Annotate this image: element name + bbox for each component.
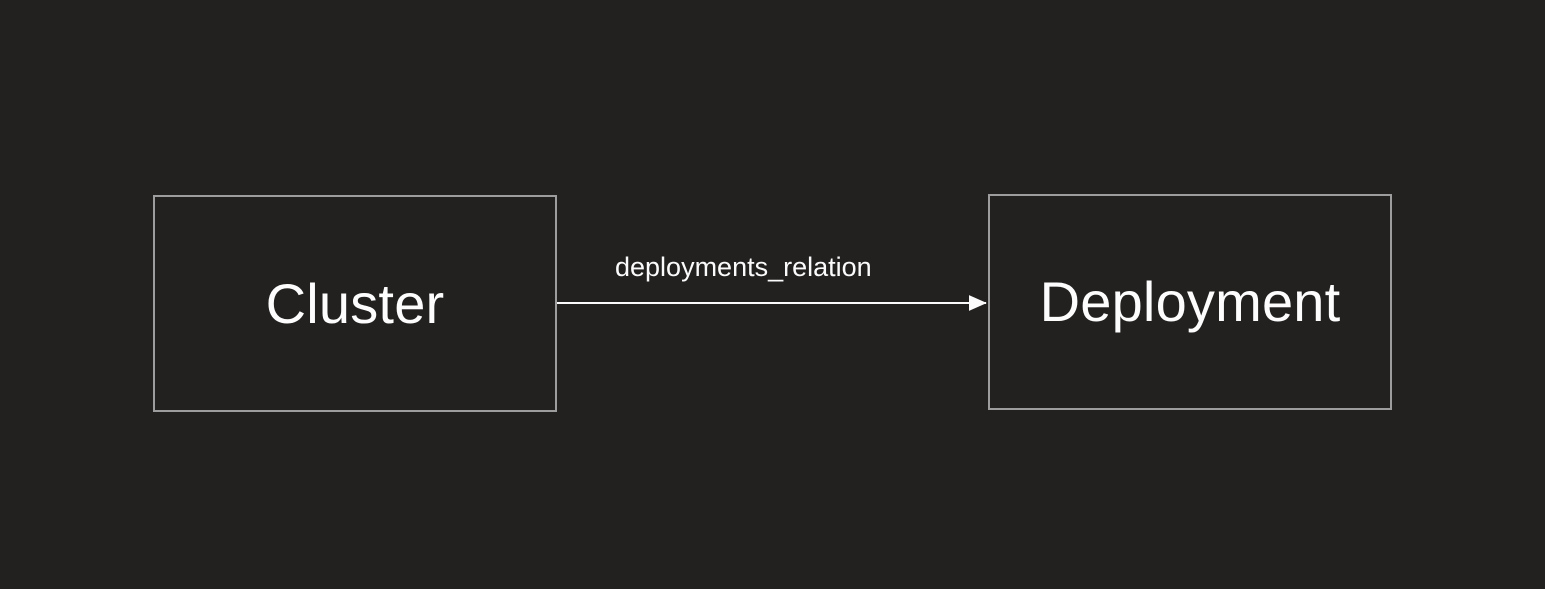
- node-cluster-label: Cluster: [265, 271, 445, 335]
- node-deployment-label: Deployment: [1039, 270, 1341, 333]
- node-cluster[interactable]: Cluster: [153, 195, 557, 412]
- node-deployment[interactable]: Deployment: [988, 194, 1392, 410]
- edge-deployments-relation-label: deployments_relation: [615, 252, 872, 282]
